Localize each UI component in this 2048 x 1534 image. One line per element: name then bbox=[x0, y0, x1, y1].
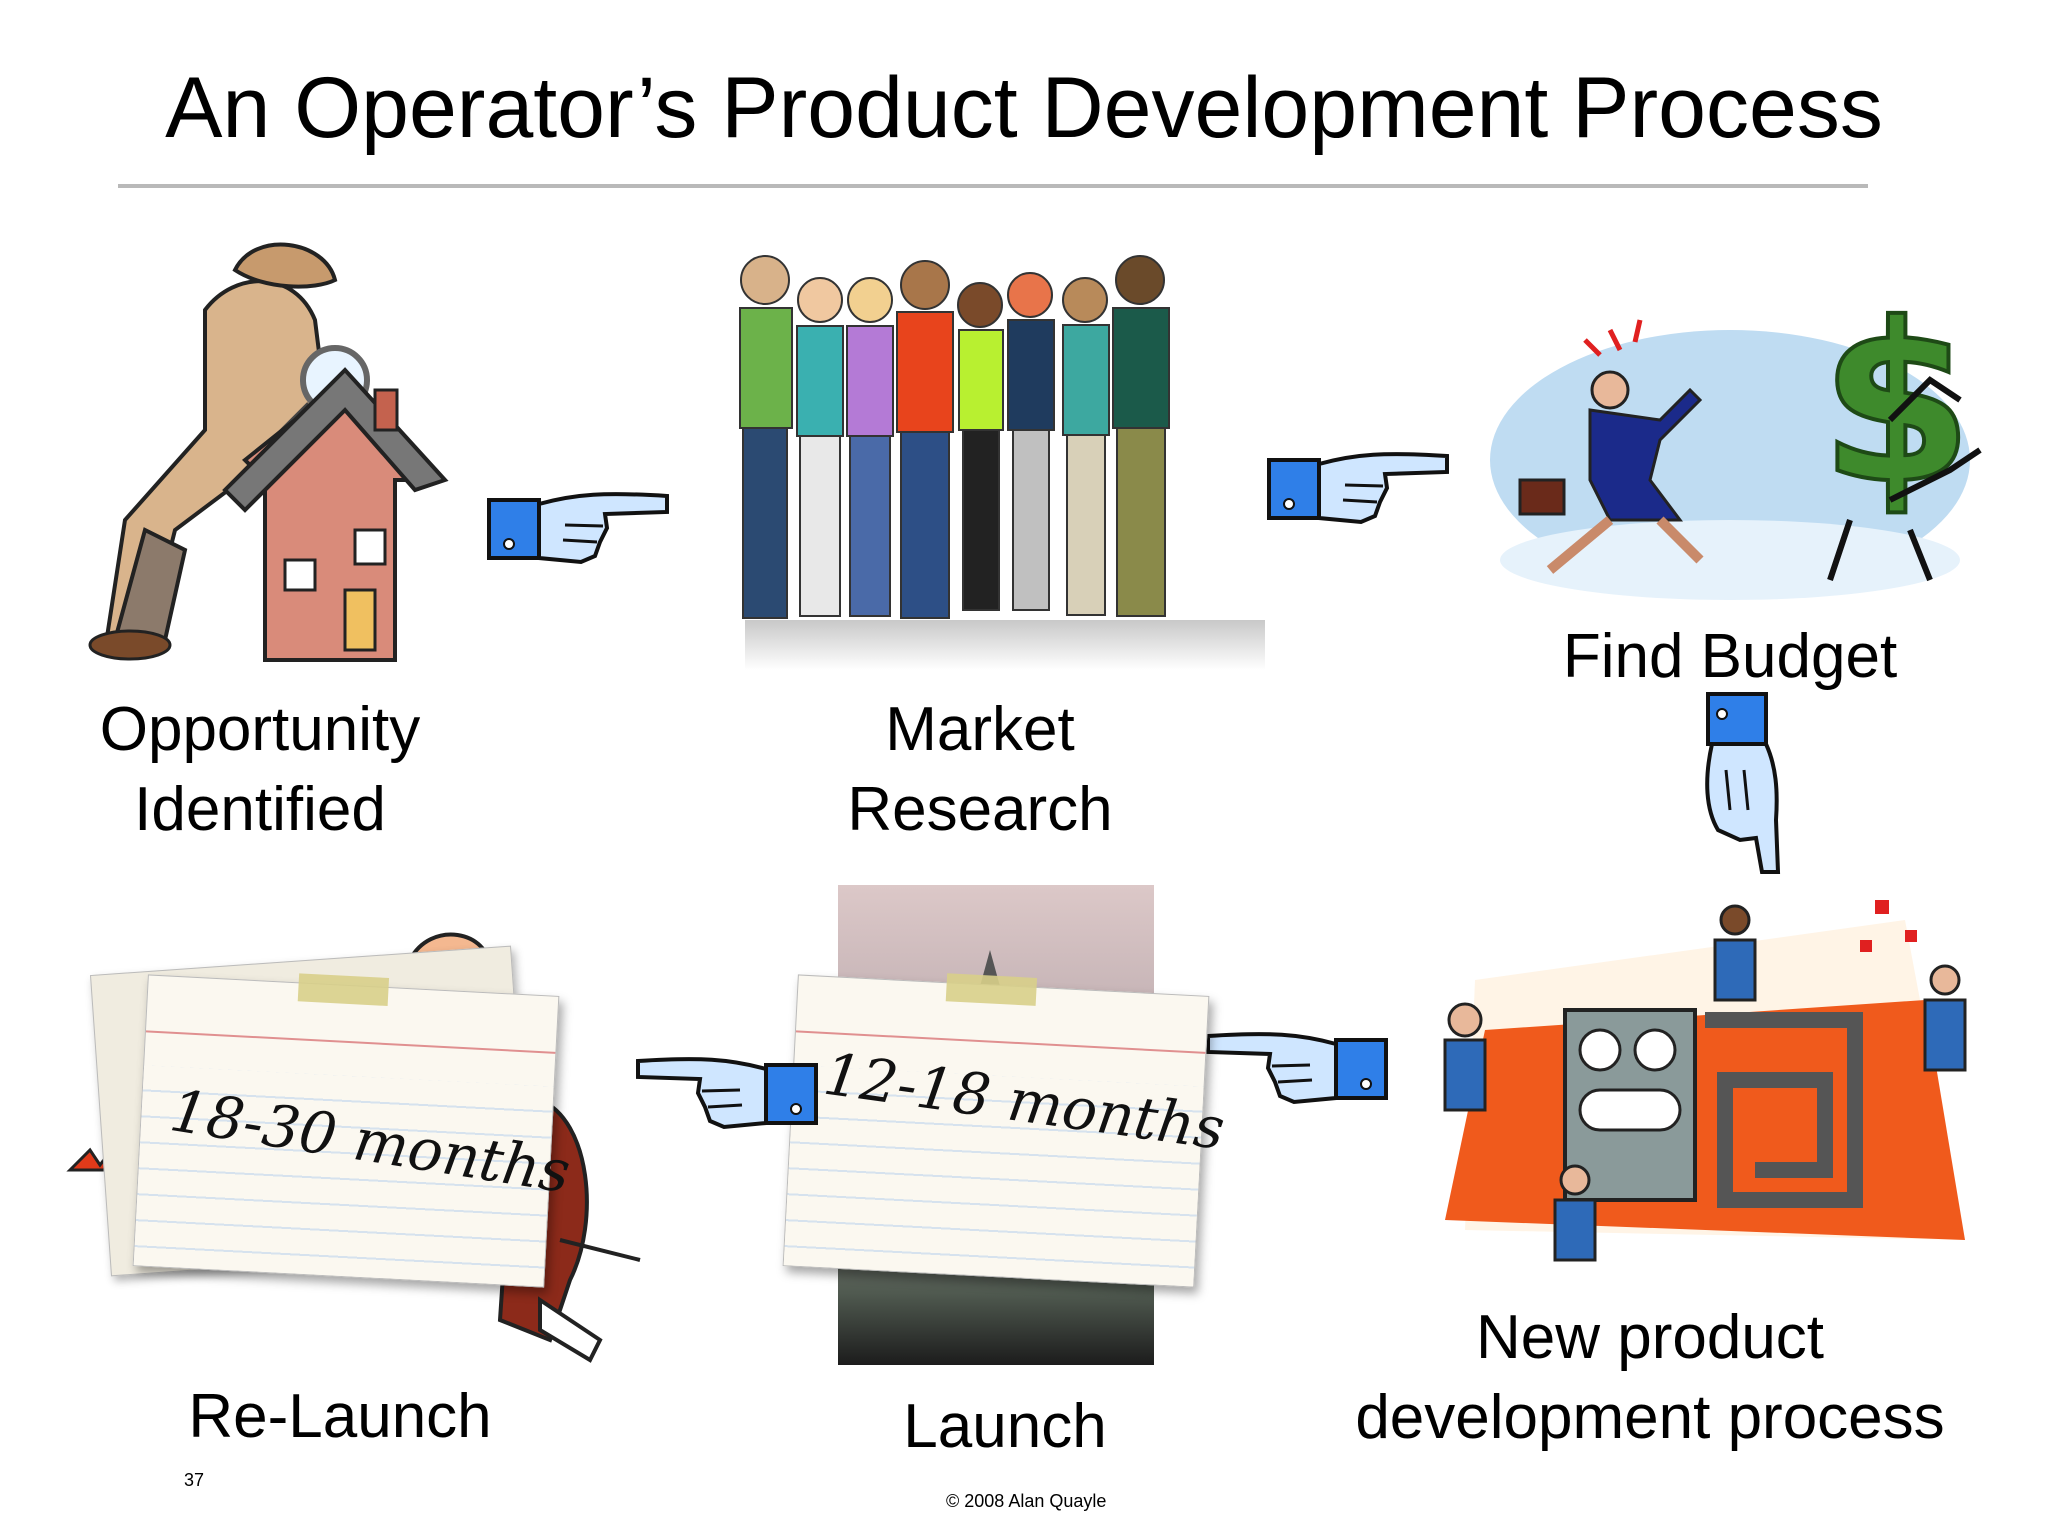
step-label-line: Research bbox=[847, 775, 1113, 844]
chasing-dollar-icon: $ bbox=[1490, 274, 1982, 600]
step-label-relaunch: Re-Launch bbox=[188, 1382, 492, 1451]
step-label-line: Market bbox=[885, 695, 1075, 764]
step-label-line: development process bbox=[1355, 1383, 1945, 1452]
pointing-hand-left-icon bbox=[1206, 1032, 1388, 1105]
title-divider bbox=[118, 184, 1868, 188]
page-title: An Operator’s Product Development Proces… bbox=[165, 60, 1883, 156]
people-group-icon bbox=[739, 255, 1265, 670]
duration-card-launch: 12-18 months bbox=[782, 973, 1229, 1288]
step-label-opportunity: Opportunity Identified bbox=[60, 690, 460, 850]
pointing-hand-right-icon bbox=[1267, 452, 1449, 525]
svg-text:$: $ bbox=[1820, 276, 1973, 532]
duration-card-relaunch: 18-30 months bbox=[132, 973, 575, 1288]
tape bbox=[945, 973, 1038, 1006]
pointing-hand-down-icon bbox=[1705, 692, 1781, 874]
workers-machine-icon bbox=[1443, 900, 1967, 1262]
step-label-find-budget: Find Budget bbox=[1562, 622, 1898, 691]
step-label-line: New product bbox=[1475, 1303, 1825, 1372]
step-label-new-product: New product development process bbox=[1300, 1298, 2000, 1458]
detective-house-icon bbox=[88, 242, 449, 662]
pointing-hand-right-icon bbox=[487, 492, 669, 565]
step-label-launch: Launch bbox=[903, 1392, 1107, 1461]
step-label-market-research: Market Research bbox=[780, 690, 1180, 850]
tape bbox=[297, 973, 390, 1007]
step-label-line: Opportunity bbox=[99, 695, 421, 764]
slide-number: 37 bbox=[184, 1470, 205, 1490]
pointing-hand-left-icon bbox=[636, 1057, 818, 1130]
copyright: © 2008 Alan Quayle bbox=[946, 1491, 1107, 1511]
step-label-line: Identified bbox=[134, 775, 386, 844]
